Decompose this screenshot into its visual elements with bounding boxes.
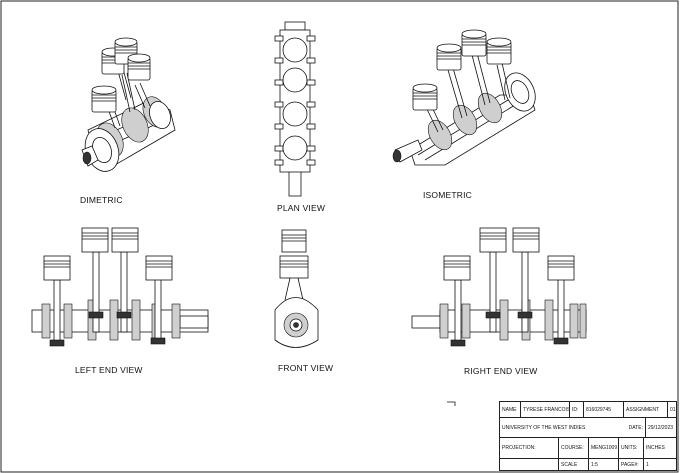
scale-value: 1:5 [588,459,618,470]
assignment-label: ASSIGNMENT [623,402,667,417]
title-block: NAME TYRESE FRANCOIS ID: 816029745 ASSIG… [499,401,677,471]
page-label: PAGE#: [618,459,643,470]
plan-view-drawing [274,21,316,197]
label-isometric: ISOMETRIC [423,190,473,200]
projection-label: PROJECTION: [502,445,536,451]
label-front-view: FRONT VIEW [278,363,334,373]
label-dimetric: DIMETRIC [80,195,123,205]
title-row-scale: SCALE 1:5 PAGE#: 1 [500,459,676,470]
course-value: MENG1009 [588,438,618,458]
date-value: 29/12/2023 [645,418,678,437]
label-plan-view: PLAN VIEW [277,203,326,213]
label-right-end-view: RIGHT END VIEW [464,366,538,376]
small-mark [447,401,456,406]
id-value: 816029745 [583,402,623,417]
title-row-name: NAME TYRESE FRANCOIS ID: 816029745 ASSIG… [500,402,676,418]
university-name: UNIVERSITY OF THE WEST INDIES [502,424,586,431]
projection-symbol-area [500,459,558,470]
dimetric-view-drawing [81,37,176,172]
id-label: ID: [569,402,583,417]
title-row-university: UNIVERSITY OF THE WEST INDIES DATE: 29/1… [500,418,676,438]
name-value: TYRESE FRANCOIS [520,402,569,417]
scale-label: SCALE [558,459,588,470]
title-row-course: PROJECTION: COURSE: MENG1009 UNITS: INCH… [500,438,676,459]
units-value: INCHES [643,438,678,458]
date-label: DATE: [628,424,643,431]
label-left-end-view: LEFT END VIEW [75,365,143,375]
course-label: COURSE: [558,438,588,458]
name-label: NAME [502,406,517,413]
page-value: 1 [643,459,678,470]
isometric-view-drawing [392,29,536,166]
right-end-view-drawing [411,227,587,347]
units-label: UNITS: [618,438,643,458]
assignment-value: 01 [667,402,678,417]
front-view-drawing [274,229,319,348]
left-end-view-drawing [31,227,209,347]
